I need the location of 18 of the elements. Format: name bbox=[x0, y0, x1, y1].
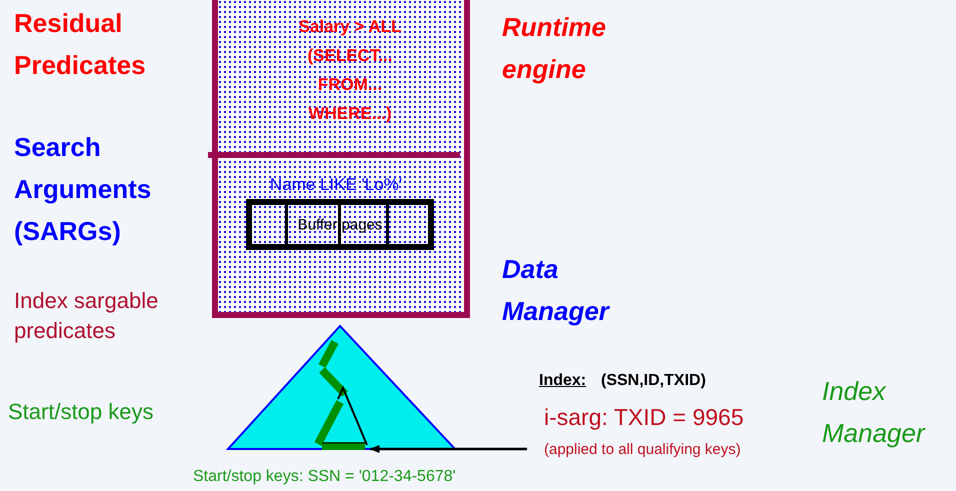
layer-heading: Search Arguments (SARGs) bbox=[14, 131, 152, 248]
predicate-text: Salary > ALL (SELECT... FROM... WHERE...) bbox=[298, 16, 402, 125]
layer-heading: Index Manager bbox=[822, 375, 926, 450]
box-label: Buffer pages bbox=[298, 216, 382, 233]
predicate-category: Start/stop keys bbox=[8, 398, 155, 426]
note-text: (applied to all qualifying keys) bbox=[544, 440, 741, 460]
layer-heading: Runtime engine bbox=[502, 11, 607, 86]
index-tree-triangle bbox=[226, 324, 458, 450]
buffer-pages-box bbox=[246, 199, 434, 250]
predicate-text: i-sarg: TXID = 9965 bbox=[544, 403, 744, 432]
layer-heading: Residual Predicates bbox=[14, 7, 147, 82]
index-heading: Index: bbox=[539, 371, 586, 391]
index-columns: (SSN,ID,TXID) bbox=[601, 370, 706, 392]
predicate-category: Index sargable predicates bbox=[14, 287, 160, 345]
predicate-text: Start/stop keys: SSN = '012-34-5678' bbox=[193, 467, 456, 487]
arrow bbox=[370, 445, 527, 453]
layer-heading: Data Manager bbox=[502, 253, 611, 328]
predicate-text: Name LIKE 'Lo%' bbox=[268, 174, 404, 196]
